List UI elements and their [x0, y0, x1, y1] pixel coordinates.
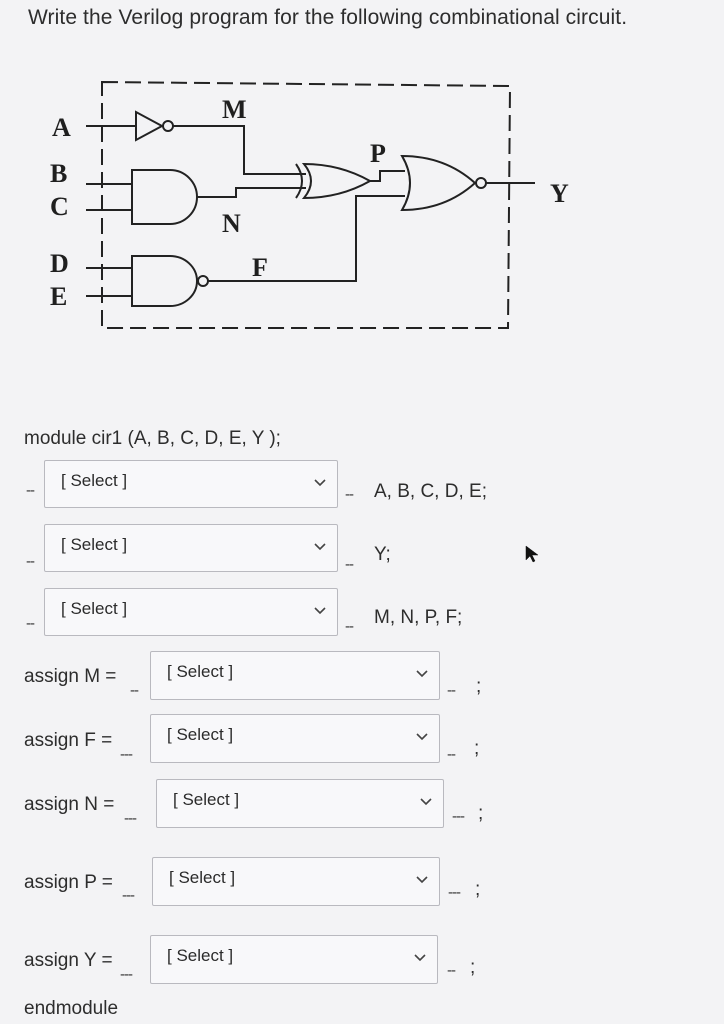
blank-dash: --	[345, 618, 354, 635]
assign-p-label: assign P =	[24, 872, 113, 893]
semicolon: ;	[475, 879, 481, 900]
label-b: B	[50, 159, 67, 188]
blank-dash: --	[130, 682, 139, 699]
blank-dash: --	[26, 482, 35, 499]
circuit-boundary	[101, 80, 512, 329]
label-e: E	[50, 282, 67, 311]
not-gate	[135, 110, 165, 142]
select-placeholder: [ Select ]	[173, 790, 240, 809]
chevron-down-icon	[314, 543, 326, 551]
assign-y-label: assign Y =	[24, 950, 113, 971]
nand-gate	[131, 255, 198, 307]
and-gate	[131, 169, 198, 225]
select-placeholder: [ Select ]	[167, 725, 234, 744]
blank-dash: --	[26, 553, 35, 570]
input-ports-text: A, B, C, D, E;	[374, 481, 487, 502]
select-placeholder: [ Select ]	[61, 471, 128, 490]
blank-dash: --	[447, 962, 456, 979]
semicolon: ;	[470, 957, 476, 978]
blank-dash: ---	[452, 808, 465, 825]
assign-p-select[interactable]: [ Select ]	[152, 857, 440, 906]
assign-n-label: assign N =	[24, 794, 115, 815]
blank-dash: --	[345, 556, 354, 573]
blank-dash: ---	[120, 746, 133, 763]
assign-m-label: assign M =	[24, 666, 117, 687]
xor-gate	[301, 162, 373, 200]
blank-dash: ---	[448, 884, 461, 901]
nor-gate	[400, 154, 477, 212]
wire-list-text: M, N, P, F;	[374, 607, 463, 628]
label-y: Y	[550, 179, 569, 208]
assign-n-select[interactable]: [ Select ]	[156, 779, 444, 828]
assign-m-select[interactable]: [ Select ]	[150, 651, 440, 700]
blank-dash: --	[345, 486, 354, 503]
chevron-down-icon	[416, 733, 428, 741]
declaration-output-select[interactable]: [ Select ]	[44, 524, 338, 572]
circuit-diagram: A B C D E M N F P Y	[50, 80, 569, 329]
semicolon: ;	[476, 676, 482, 697]
label-p: P	[370, 139, 386, 168]
select-placeholder: [ Select ]	[61, 535, 128, 554]
chevron-down-icon	[314, 479, 326, 487]
label-a: A	[52, 113, 71, 142]
blank-dash: --	[447, 746, 456, 763]
blank-dash: --	[26, 615, 35, 632]
select-placeholder: [ Select ]	[169, 868, 236, 887]
chevron-down-icon	[414, 954, 426, 962]
label-f: F	[252, 253, 268, 282]
label-n: N	[222, 209, 241, 238]
select-placeholder: [ Select ]	[167, 662, 234, 681]
output-port-text: Y;	[374, 544, 391, 565]
blank-dash: ---	[120, 966, 133, 983]
xor-gate-back	[295, 163, 303, 199]
declaration-wire-select[interactable]: [ Select ]	[44, 588, 338, 636]
select-placeholder: [ Select ]	[167, 946, 234, 965]
mouse-pointer-icon	[525, 545, 539, 563]
semicolon: ;	[478, 803, 484, 824]
chevron-down-icon	[416, 876, 428, 884]
assign-f-select[interactable]: [ Select ]	[150, 714, 440, 763]
assign-f-label: assign F =	[24, 730, 113, 751]
label-c: C	[50, 192, 69, 221]
select-placeholder: [ Select ]	[61, 599, 128, 618]
chevron-down-icon	[416, 670, 428, 678]
label-m: M	[222, 95, 247, 124]
endmodule-text: endmodule	[24, 998, 119, 1019]
blank-dash: ---	[124, 810, 137, 827]
chevron-down-icon	[314, 607, 326, 615]
label-d: D	[50, 249, 69, 278]
blank-dash: ---	[122, 887, 135, 904]
declaration-input-select[interactable]: [ Select ]	[44, 460, 338, 508]
blank-dash: --	[447, 682, 456, 699]
semicolon: ;	[474, 738, 480, 759]
module-declaration: module cir1 (A, B, C, D, E, Y );	[24, 428, 281, 449]
question-text: Write the Verilog program for the follow…	[28, 6, 628, 29]
assign-y-select[interactable]: [ Select ]	[150, 935, 438, 984]
chevron-down-icon	[420, 798, 432, 806]
